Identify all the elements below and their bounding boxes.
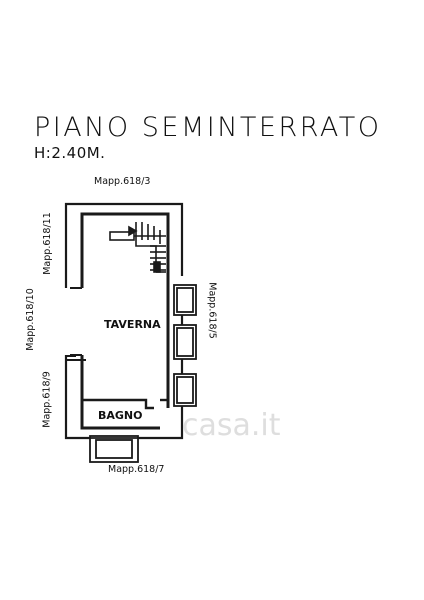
parcel-label-left-upper: Mapp.618/11	[41, 212, 53, 275]
room-label-bagno: BAGNO	[98, 409, 143, 422]
window-1	[173, 284, 197, 316]
staircase	[109, 222, 166, 273]
left-openings	[66, 287, 86, 361]
wall-left-lower	[64, 355, 90, 440]
watermark-logo: casa.it	[182, 408, 281, 443]
right-windows	[173, 284, 197, 407]
parcel-label-left-middle: Mapp.618/10	[24, 288, 36, 351]
parcel-label-top: Mapp.618/3	[94, 176, 151, 187]
inner-wall-top	[80, 212, 170, 290]
bagno-partition	[82, 398, 168, 410]
parcel-label-right: Mapp.618/5	[206, 282, 218, 339]
parcel-label-bottom: Mapp.618/7	[108, 464, 165, 475]
window-2	[173, 324, 197, 360]
parcel-label-left-lower: Mapp.618/9	[41, 371, 53, 428]
ceiling-height: H:2.40M.	[34, 144, 106, 162]
inner-wall-left-lower	[80, 355, 160, 430]
plan-title: PIANO SEMINTERRATO	[34, 112, 382, 143]
wall-bottom-right	[138, 398, 184, 440]
wall-left-upper	[64, 202, 184, 288]
bottom-window	[89, 435, 139, 463]
window-3	[173, 373, 197, 407]
room-label-taverna: TAVERNA	[104, 318, 161, 331]
inner-walls	[80, 212, 170, 430]
